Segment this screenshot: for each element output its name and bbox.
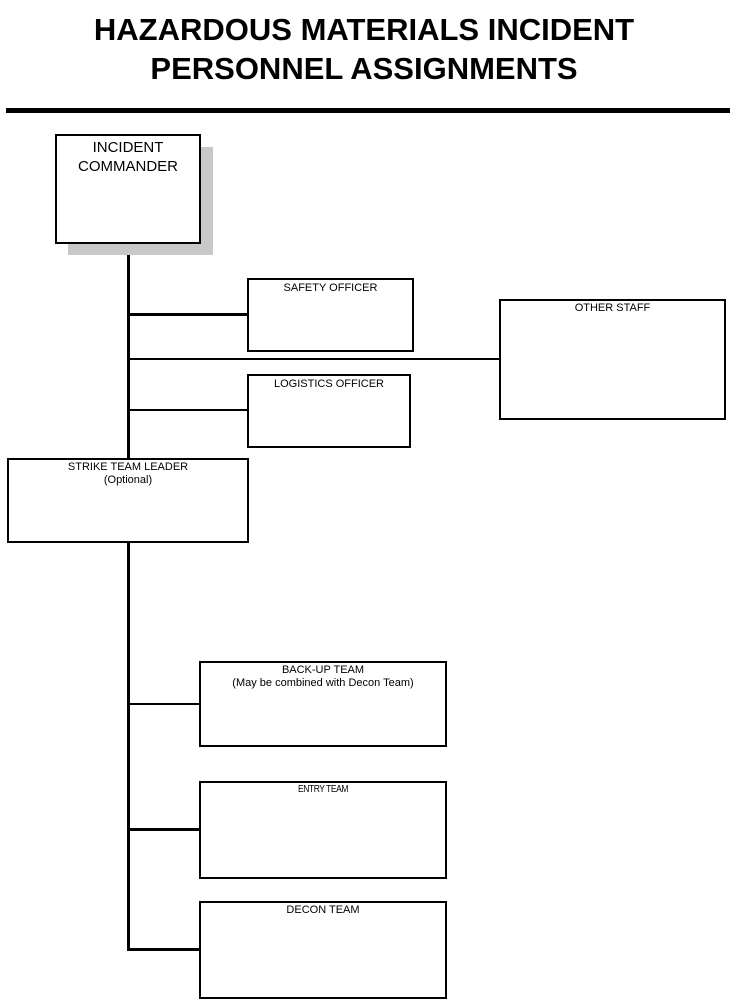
connector-strike-team-trunk — [127, 541, 130, 951]
entry-team-box: ENTRY TEAM — [199, 781, 447, 879]
title-divider — [6, 108, 730, 113]
other-staff-label: OTHER STAFF — [574, 302, 651, 314]
other-staff-box: OTHER STAFF — [499, 299, 726, 420]
title-line-1: HAZARDOUS MATERIALS INCIDENT — [93, 12, 635, 47]
entry-team-label: ENTRY TEAM — [297, 784, 349, 795]
logistics-officer-box: LOGISTICS OFFICER — [247, 374, 411, 448]
backup-team-sublabel: (May be combined with Decon Team) — [232, 677, 414, 689]
backup-team-box: BACK-UP TEAM (May be combined with Decon… — [199, 661, 447, 747]
decon-team-box: DECON TEAM — [199, 901, 447, 999]
connector-entry-team — [129, 828, 201, 831]
strike-team-leader-box: STRIKE TEAM LEADER (Optional) — [7, 458, 249, 543]
safety-officer-box: SAFETY OFFICER — [247, 278, 414, 352]
connector-backup-team — [129, 703, 201, 705]
safety-officer-label: SAFETY OFFICER — [283, 282, 378, 294]
connector-decon-team — [129, 948, 201, 951]
incident-commander-box: INCIDENT COMMANDER — [55, 134, 201, 244]
incident-commander-label-1: INCIDENT — [92, 139, 164, 156]
incident-commander-label-2: COMMANDER — [78, 158, 178, 175]
connector-safety-officer — [129, 313, 249, 316]
strike-team-leader-label: STRIKE TEAM LEADER — [67, 461, 189, 473]
connector-logistics-officer — [129, 409, 249, 411]
title-line-2: PERSONNEL ASSIGNMENTS — [150, 51, 578, 86]
strike-team-leader-sublabel: (Optional) — [103, 474, 153, 486]
logistics-officer-label: LOGISTICS OFFICER — [273, 378, 384, 390]
decon-team-label: DECON TEAM — [286, 904, 360, 916]
connector-commander-trunk — [127, 243, 130, 459]
backup-team-label: BACK-UP TEAM — [281, 664, 365, 676]
connector-other-staff — [129, 358, 501, 360]
